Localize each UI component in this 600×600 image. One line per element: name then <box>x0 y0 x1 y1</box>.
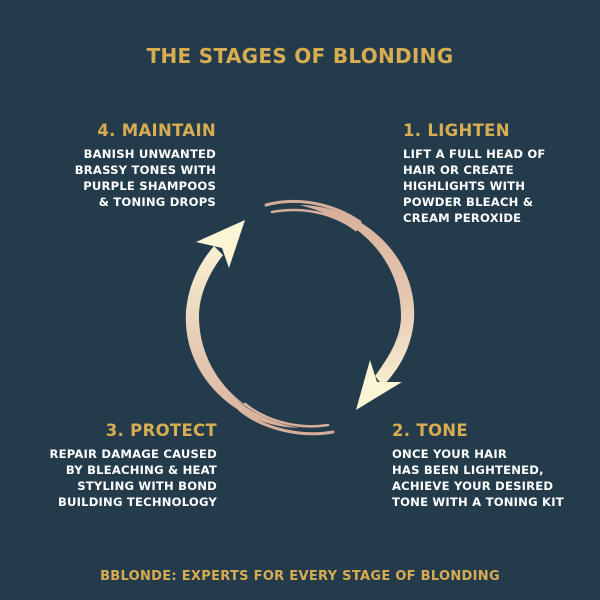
desc-line: REPAIR DAMAGE CAUSED <box>49 447 217 461</box>
stage-heading: 3. PROTECT <box>105 421 217 440</box>
desc-line: & TONING DROPS <box>98 195 216 209</box>
clockwise-arrow-right-icon <box>264 199 415 410</box>
stage-tone: 2. TONE ONCE YOUR HAIR HAS BEEN LIGHTENE… <box>392 421 564 510</box>
desc-line: TONE WITH A TONING KIT <box>392 495 564 509</box>
stage-description: REPAIR DAMAGE CAUSED BY BLEACHING & HEAT… <box>49 446 217 510</box>
stage-heading: 4. MAINTAIN <box>97 121 216 140</box>
desc-line: HAS BEEN LIGHTENED, <box>392 463 544 477</box>
desc-line: HIGHLIGHTS WITH <box>403 179 526 193</box>
desc-line: POWDER BLEACH & <box>403 195 534 209</box>
desc-line: PURPLE SHAMPOOS <box>83 179 216 193</box>
stage-lighten: 1. LIGHTEN LIFT A FULL HEAD OF HAIR OR C… <box>403 121 546 226</box>
desc-line: BUILDING TECHNOLOGY <box>57 495 217 509</box>
stage-description: LIFT A FULL HEAD OF HAIR OR CREATE HIGHL… <box>403 146 546 226</box>
stage-maintain: 4. MAINTAIN BANISH UNWANTED BRASSY TONES… <box>75 121 216 210</box>
diagram-title: THE STAGES OF BLONDING <box>146 44 454 68</box>
desc-line: BY BLEACHING & HEAT <box>65 463 217 477</box>
desc-line: BANISH UNWANTED <box>83 147 216 161</box>
desc-line: LIFT A FULL HEAD OF <box>403 147 546 161</box>
clockwise-arrow-left-icon <box>185 220 335 436</box>
desc-line: ONCE YOUR HAIR <box>392 447 507 461</box>
desc-line: HAIR OR CREATE <box>403 163 514 177</box>
desc-line: BRASSY TONES WITH <box>74 163 216 177</box>
desc-line: STYLING WITH BOND <box>77 479 217 493</box>
stage-description: BANISH UNWANTED BRASSY TONES WITH PURPLE… <box>75 146 216 210</box>
stage-heading: 2. TONE <box>392 421 468 440</box>
stage-protect: 3. PROTECT REPAIR DAMAGE CAUSED BY BLEAC… <box>49 421 217 510</box>
stage-description: ONCE YOUR HAIR HAS BEEN LIGHTENED, ACHIE… <box>392 446 564 510</box>
footer-tagline: BBLONDE: EXPERTS FOR EVERY STAGE OF BLON… <box>100 569 500 584</box>
desc-line: ACHIEVE YOUR DESIRED <box>392 479 554 493</box>
desc-line: CREAM PEROXIDE <box>403 211 522 225</box>
stage-heading: 1. LIGHTEN <box>403 121 510 140</box>
